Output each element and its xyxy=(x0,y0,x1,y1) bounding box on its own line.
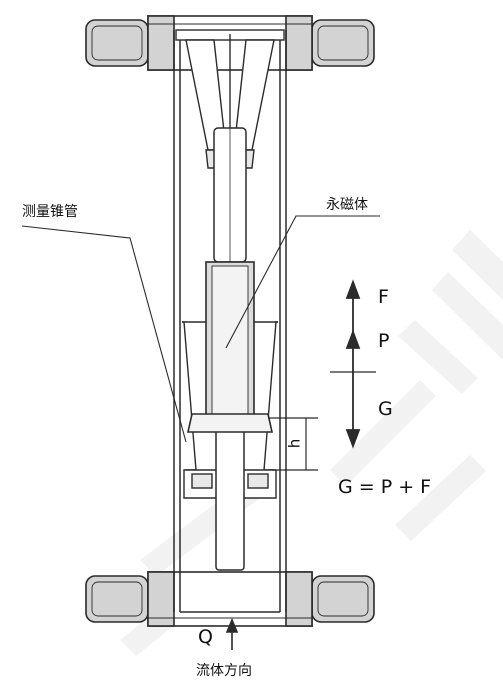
height-label: h xyxy=(285,438,304,449)
magnet-label: 永磁体 xyxy=(326,197,368,213)
flow-arrow-icon xyxy=(225,617,239,650)
height-dimension xyxy=(268,417,318,471)
force-f-label: F xyxy=(378,286,389,308)
force-diagram xyxy=(330,279,376,449)
force-arrow-icon xyxy=(345,429,361,449)
flow-direction-label: 流体方向 xyxy=(196,663,252,679)
outer-tube xyxy=(173,30,287,613)
flow-q-label: Q xyxy=(198,626,213,648)
measuring-cone-tube xyxy=(182,321,278,499)
leader-lines xyxy=(21,215,380,443)
force-arrow-icon xyxy=(345,279,361,299)
force-p-label: P xyxy=(378,330,390,352)
bottom-flange xyxy=(85,571,375,627)
equation-label: G = P + F xyxy=(338,476,432,498)
force-arrow-icon xyxy=(345,329,361,349)
float-body xyxy=(187,261,273,433)
cone-tube-label: 测量锥管 xyxy=(22,204,78,220)
force-g-label: G xyxy=(378,398,393,420)
float-rod xyxy=(213,127,247,571)
